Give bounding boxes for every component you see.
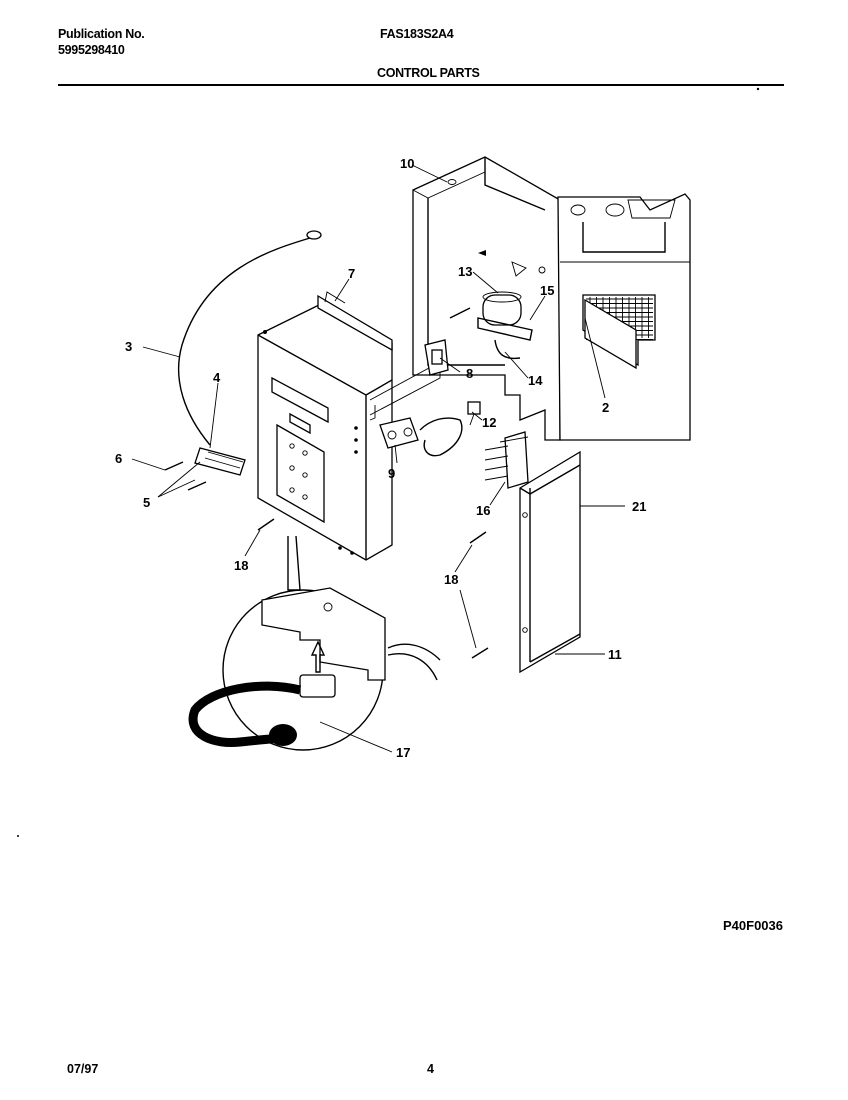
callout-label: 8 <box>466 366 473 381</box>
switch-assembly <box>379 291 533 457</box>
callout-label: 9 <box>388 466 395 481</box>
control-box <box>257 291 441 561</box>
callout-label: 10 <box>400 156 414 171</box>
ground-wire <box>178 230 322 446</box>
callout-label: 2 <box>602 400 609 415</box>
header-rule <box>58 84 784 86</box>
page-number: 4 <box>427 1062 434 1076</box>
terminal-strip <box>484 431 529 489</box>
callout-label: 7 <box>348 266 355 281</box>
publication-number: 5995298410 <box>58 43 125 57</box>
callout-label: 21 <box>632 499 646 514</box>
callout-label: 18 <box>444 572 458 587</box>
stray-mark <box>17 835 19 837</box>
callout-label: 12 <box>482 415 496 430</box>
callout-label: 17 <box>396 745 410 760</box>
callout-label: 4 <box>213 370 221 385</box>
callout-label: 15 <box>540 283 554 298</box>
callout-label: 18 <box>234 558 248 573</box>
callout-label: 11 <box>608 647 622 662</box>
callout-label: 16 <box>476 503 490 518</box>
grille-panel <box>582 294 656 370</box>
model-number: FAS183S2A4 <box>380 27 454 41</box>
callout-label: 13 <box>458 264 472 279</box>
section-title: CONTROL PARTS <box>377 66 480 80</box>
callout-labels: 10 7 13 15 3 4 8 14 2 12 6 9 5 16 21 18 … <box>115 156 646 760</box>
stray-mark <box>756 87 760 91</box>
access-panel <box>519 450 581 674</box>
leader-lines <box>131 164 625 753</box>
callout-label: 5 <box>143 495 150 510</box>
screws <box>164 461 489 659</box>
callout-label: 3 <box>125 339 132 354</box>
footer-date: 07/97 <box>67 1062 99 1076</box>
detail-callout-circle <box>188 535 441 751</box>
callout-label: 6 <box>115 451 122 466</box>
publication-label: Publication No. <box>58 27 145 41</box>
diagram-code: P40F0036 <box>723 918 783 933</box>
callout-label: 14 <box>528 373 543 388</box>
terminal-block <box>194 447 246 476</box>
